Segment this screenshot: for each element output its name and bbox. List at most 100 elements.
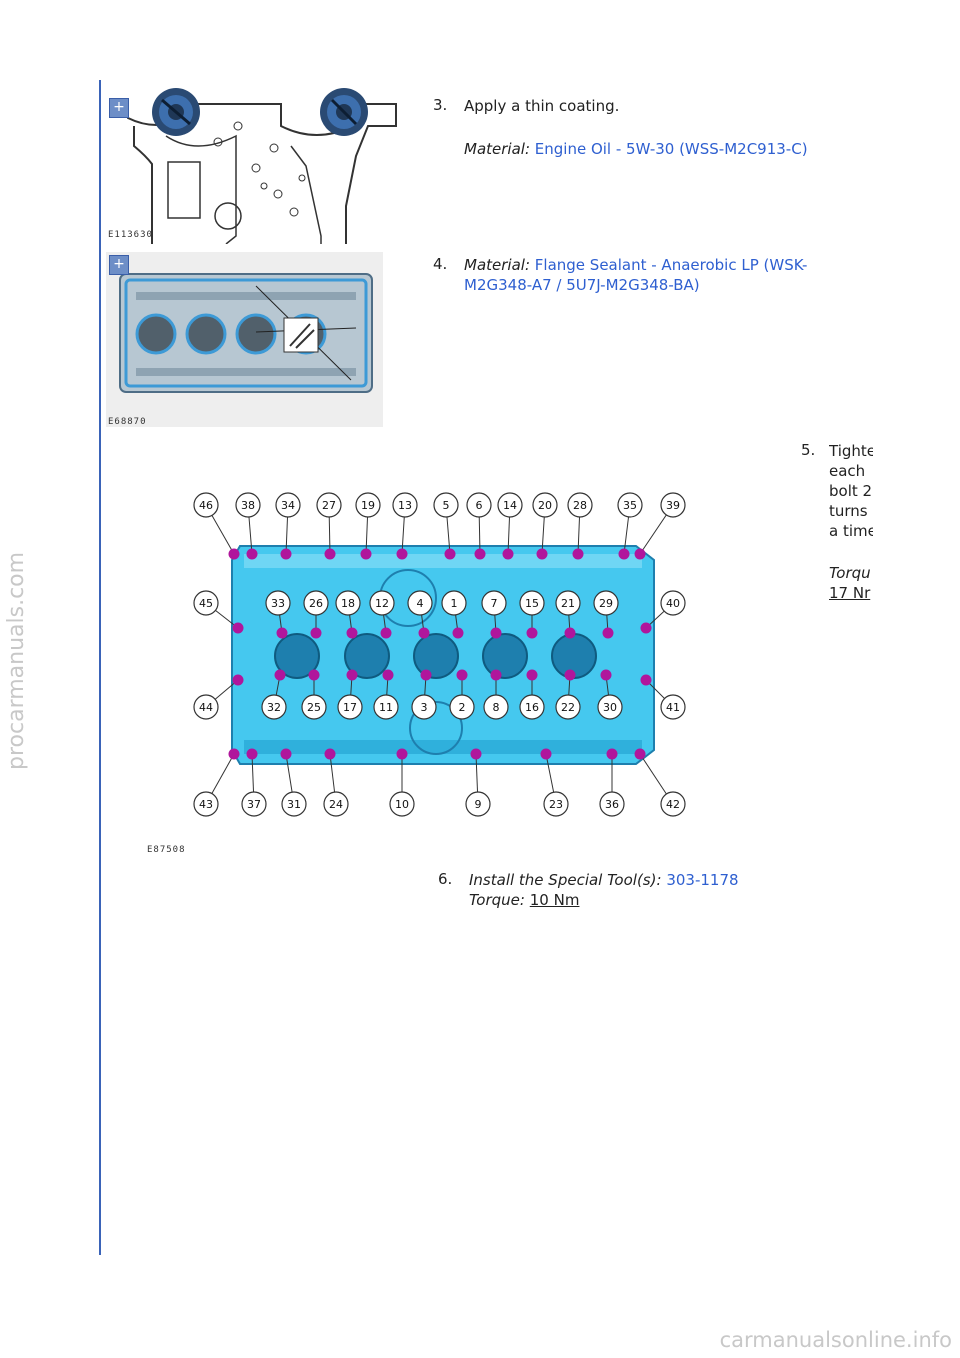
torque-value: 17 Nr [829,584,871,602]
bolt-23 [540,748,552,760]
callout-circle-27 [316,492,342,518]
camshaft-seal-illustration [106,86,406,245]
callout-circle-16 [519,694,545,720]
callout-circle-18 [335,590,361,616]
bolt-10 [396,748,408,760]
callout-label-39: 39 [666,499,680,512]
margin-rule [99,80,101,1255]
bolt-28 [572,548,584,560]
material-link[interactable]: Flange Sealant - Anaerobic LP (WSK- [534,256,808,274]
callout-label-31: 31 [287,798,301,811]
bolt-21 [564,627,576,639]
callout-circle-20 [532,492,558,518]
callout-circle-8 [483,694,509,720]
callout-label-35: 35 [623,499,637,512]
material-link-cont[interactable]: M2G348-A7 / 5U7J-M2G348-BA) [464,276,700,294]
callout-circle-31 [281,791,307,817]
bolt-46 [228,548,240,560]
bolt-2 [456,669,468,681]
spark-plug-port [482,633,528,679]
bolt-26 [310,627,322,639]
callout-circle-38 [235,492,261,518]
callout-circle-11 [373,694,399,720]
bolt-15 [526,627,538,639]
callout-label-23: 23 [549,798,563,811]
zoom-icon[interactable]: + [109,98,129,118]
material-label: Material: [464,140,530,158]
callout-circle-41 [660,694,686,720]
zoom-icon[interactable]: + [109,255,129,275]
callout-circle-24 [323,791,349,817]
step-5-line: each [829,462,866,480]
callout-circle-29 [593,590,619,616]
callout-circle-17 [337,694,363,720]
bolt-4 [418,627,430,639]
callout-label-16: 16 [525,701,539,714]
tool-link[interactable]: 303-1178 [666,871,739,889]
callout-label-26: 26 [309,597,323,610]
callout-label-27: 27 [322,499,336,512]
step-3-material: Material: Engine Oil - 5W-30 (WSS-M2C913… [464,139,808,159]
bolt-37 [246,748,258,760]
callout-circle-10 [389,791,415,817]
bolt-25 [308,669,320,681]
callout-circle-34 [275,492,301,518]
callout-circle-42 [660,791,686,817]
callout-circle-23 [543,791,569,817]
bolt-16 [526,669,538,681]
callout-label-25: 25 [307,701,321,714]
callout-label-33: 33 [271,597,285,610]
bolt-43 [228,748,240,760]
step-3-text: Apply a thin coating. [464,97,620,115]
bolt-32 [274,669,286,681]
watermark-left: procarmanuals.com [4,551,29,770]
callout-circle-25 [301,694,327,720]
callout-label-45: 45 [199,597,213,610]
callout-label-6: 6 [476,499,483,512]
callout-circle-37 [241,791,267,817]
bolt-11 [382,669,394,681]
torque-label: Torque: [469,891,525,909]
callout-label-12: 12 [375,597,389,610]
callout-circle-43 [193,791,219,817]
callout-label-40: 40 [666,597,680,610]
step-6-number: 6. [438,870,453,888]
callout-circle-12 [369,590,395,616]
step-5-line: Tighte [829,442,873,460]
callout-label-13: 13 [398,499,412,512]
bolt-19 [360,548,372,560]
bolt-14 [502,548,514,560]
callout-label-30: 30 [603,701,617,714]
callout-label-9: 9 [475,798,482,811]
callout-circle-3 [411,694,437,720]
bolt-22 [564,669,576,681]
watermark-bottom: carmanualsonline.info [719,1328,952,1352]
bolt-39 [634,548,646,560]
bolt-27 [324,548,336,560]
callout-label-37: 37 [247,798,261,811]
callout-circle-9 [465,791,491,817]
bolt-9 [470,748,482,760]
step-6-text: Install the Special Tool(s): 303-1178 To… [469,870,739,910]
material-link[interactable]: Engine Oil - 5W-30 (WSS-M2C913-C) [534,140,808,158]
bolt-40 [640,622,652,634]
bolt-30 [600,669,612,681]
callout-circle-35 [617,492,643,518]
bolt-44 [232,674,244,686]
callout-label-43: 43 [199,798,213,811]
bolt-45 [232,622,244,634]
callout-circle-36 [599,791,625,817]
figure-e68870: + E68870 [106,252,383,427]
material-label: Material: [464,256,530,274]
figure-e113630: + E113630 [106,86,406,245]
step-5-text: Tighte each bolt 2 turns a time Torqu 17… [829,441,873,603]
bolt-33 [276,627,288,639]
callout-label-29: 29 [599,597,613,610]
callout-label-7: 7 [491,597,498,610]
bolt-8 [490,669,502,681]
tool-label: Install the Special Tool(s): [469,871,662,889]
callout-circle-2 [449,694,475,720]
callout-circle-1 [441,590,467,616]
